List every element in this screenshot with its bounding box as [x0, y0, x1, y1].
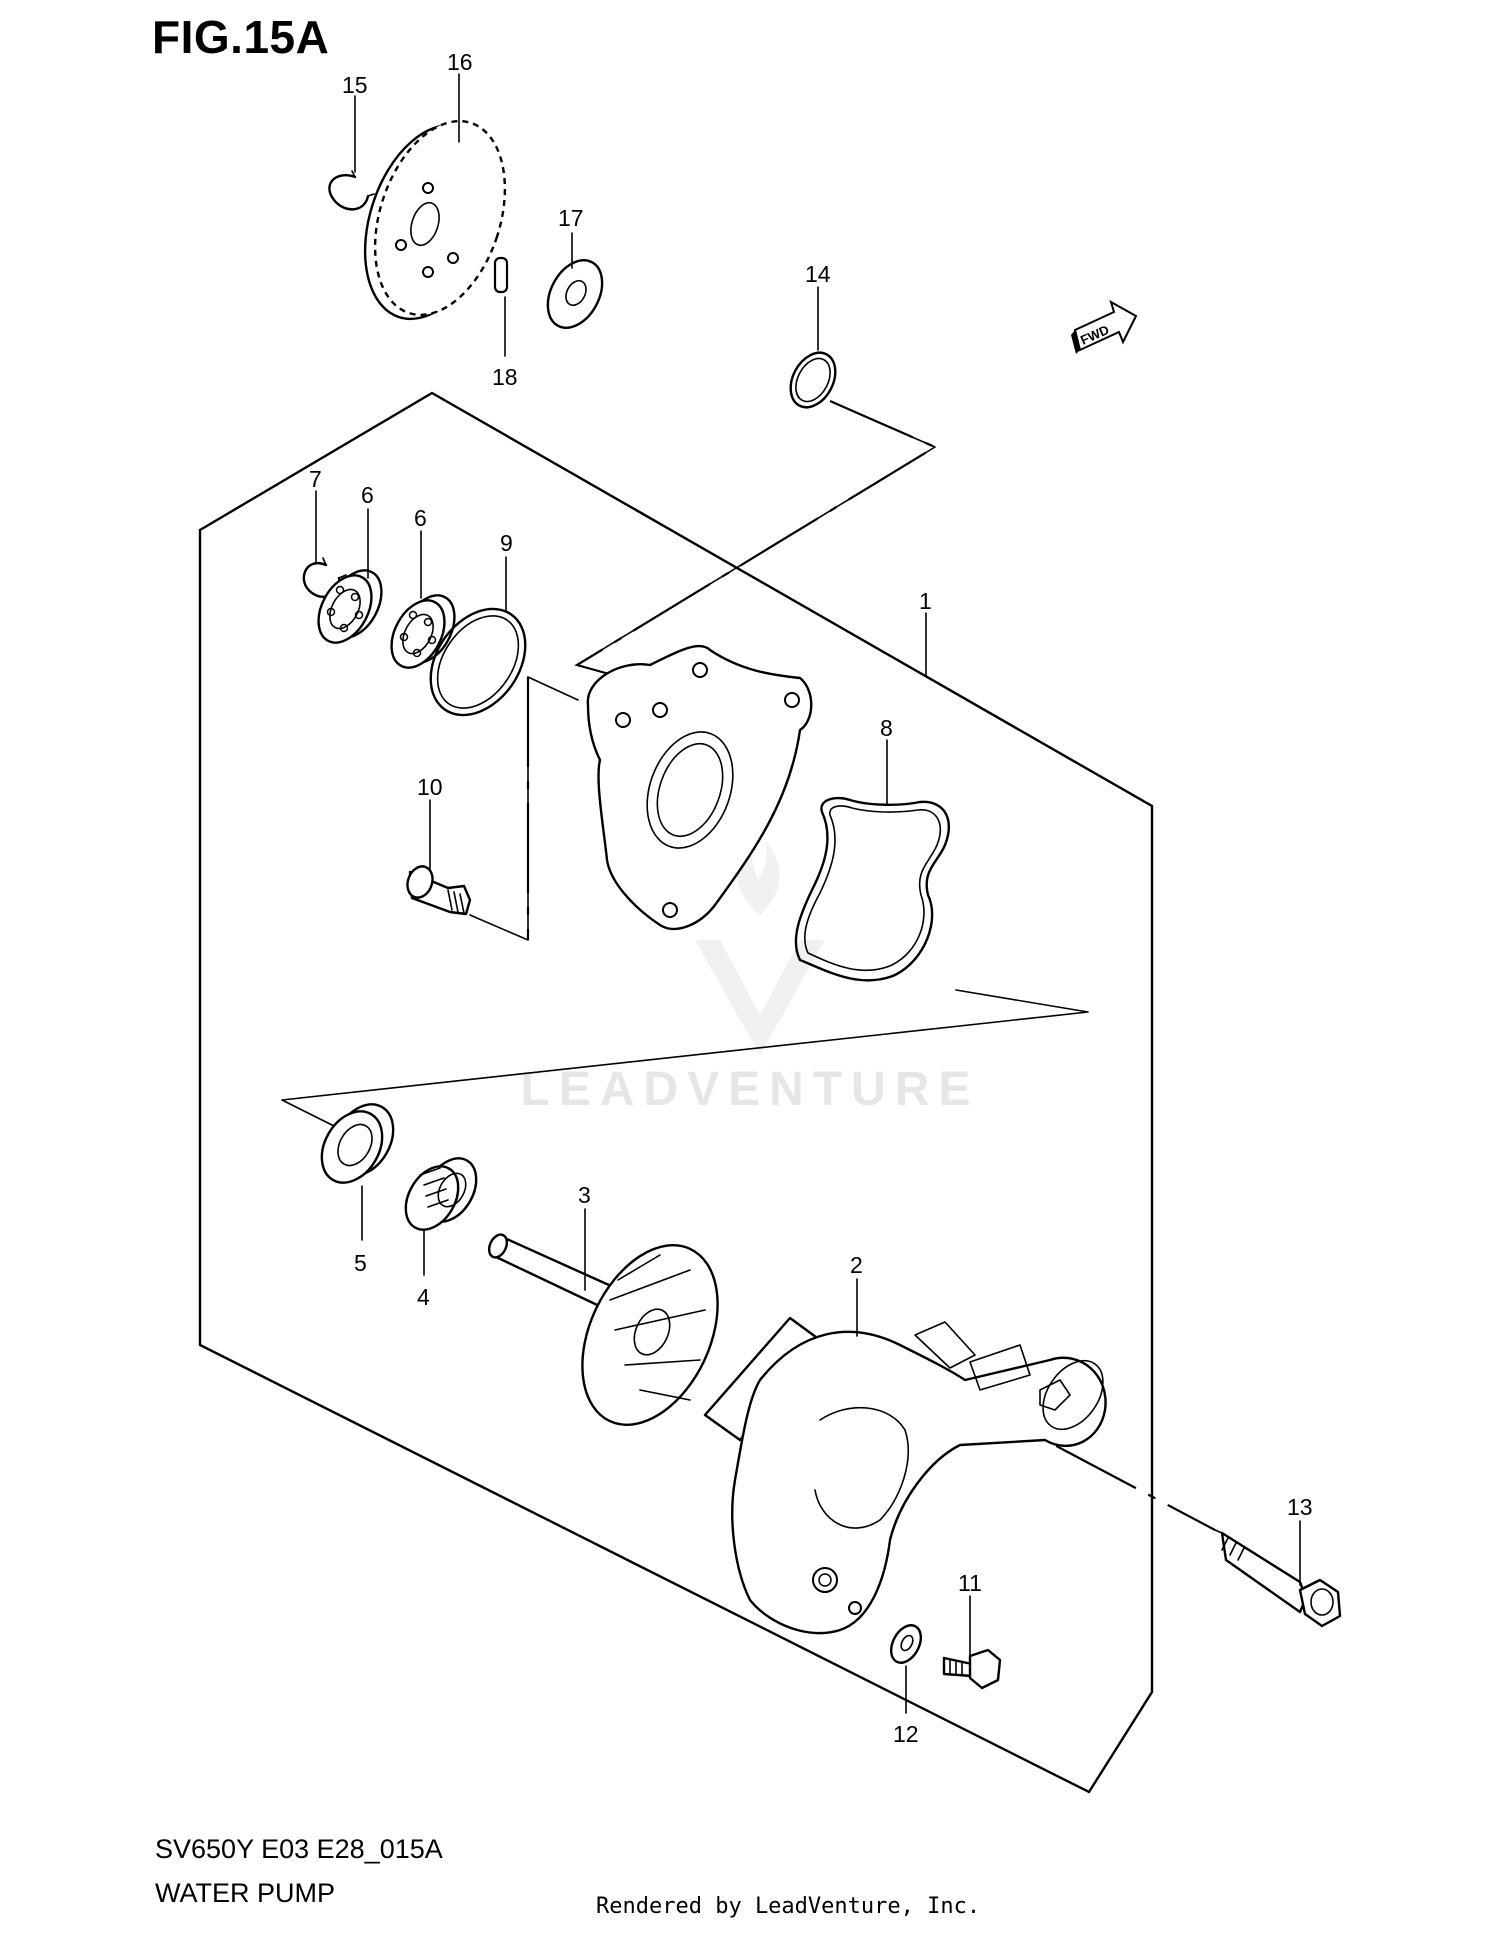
callout-18: 18 [492, 364, 518, 390]
impeller-shaft-3-icon [487, 1233, 719, 1426]
callout-4: 4 [417, 1284, 430, 1310]
pump-body-2-icon [703, 1316, 1107, 1635]
callout-7: 7 [309, 466, 322, 492]
callout-6b: 6 [414, 505, 427, 531]
pump-cover-plate-icon [586, 644, 813, 931]
callout-8: 8 [880, 715, 893, 741]
bolt-10-icon [406, 865, 472, 916]
bolt-13-icon [1220, 1531, 1342, 1628]
assembly-box [198, 391, 1154, 1794]
mechanical-seal-4-icon [404, 1157, 478, 1231]
bolt-11-icon [942, 1648, 1002, 1690]
callout-10: 10 [417, 774, 443, 800]
callout-14: 14 [805, 261, 831, 287]
figure-name: WATER PUMP [155, 1878, 335, 1908]
callout-13: 13 [1287, 1494, 1313, 1520]
callout-9: 9 [500, 530, 513, 556]
washer-17-icon [546, 259, 604, 329]
washer-12-icon [889, 1624, 923, 1664]
callout-12: 12 [893, 1721, 919, 1747]
callout-1: 1 [919, 588, 932, 614]
leader-lines [315, 73, 1301, 1714]
circlip-15-icon [328, 170, 375, 211]
callout-11: 11 [958, 1570, 982, 1596]
o-ring-14-icon [789, 351, 837, 409]
o-ring-9-icon [429, 607, 527, 717]
oil-seal-5-icon [320, 1103, 395, 1184]
gasket-8-icon [794, 796, 950, 982]
callout-5: 5 [354, 1250, 367, 1276]
watermark-text: LEADVENTURE [520, 1063, 980, 1116]
credit-text: Rendered by LeadVenture, Inc. [596, 1894, 981, 1919]
figure-title: FIG.15A [152, 11, 330, 63]
callout-6a: 6 [361, 482, 374, 508]
bearing-6b-icon [390, 594, 456, 669]
pin-18-icon [493, 256, 509, 294]
callout-15: 15 [342, 72, 368, 98]
fwd-arrow-icon [1071, 299, 1138, 354]
callout-16: 16 [447, 49, 473, 75]
figure-code: SV650Y E03 E28_015A [155, 1834, 443, 1864]
callout-3: 3 [578, 1182, 591, 1208]
callout-2: 2 [850, 1252, 863, 1278]
bearing-6a-icon [317, 569, 383, 644]
callout-17: 17 [558, 205, 584, 231]
drive-gear-16-icon [363, 119, 507, 321]
